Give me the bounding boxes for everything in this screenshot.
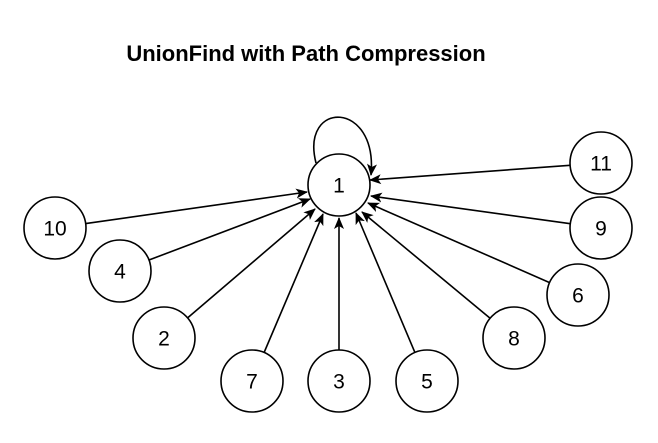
node-10-label: 10 bbox=[43, 218, 66, 241]
node-10-circle bbox=[23, 196, 87, 260]
node-2-circle bbox=[132, 306, 196, 370]
edge-8-to-1 bbox=[361, 211, 491, 319]
node-10: 10 bbox=[23, 196, 87, 260]
node-9-label: 9 bbox=[595, 218, 607, 241]
node-8-label: 8 bbox=[508, 328, 520, 351]
edge-7-to-1 bbox=[263, 213, 324, 353]
node-6-label: 6 bbox=[572, 285, 584, 308]
node-7-circle bbox=[220, 349, 284, 413]
edge-2-to-1 bbox=[187, 208, 316, 319]
node-9-circle bbox=[569, 196, 633, 260]
node-8: 8 bbox=[482, 306, 546, 370]
node-1: 1 bbox=[307, 153, 371, 217]
diagram-title: UnionFind with Path Compression bbox=[126, 41, 485, 66]
self-loop-layer bbox=[313, 116, 377, 176]
node-5: 5 bbox=[395, 349, 459, 413]
edge-6-to-1 bbox=[367, 202, 550, 284]
edge-4-to-1 bbox=[148, 198, 311, 261]
node-7: 7 bbox=[220, 349, 284, 413]
node-3-label: 3 bbox=[333, 371, 345, 394]
edges-layer bbox=[85, 164, 571, 353]
node-11-label: 11 bbox=[590, 153, 612, 176]
node-9: 9 bbox=[569, 196, 633, 260]
node-4-label: 4 bbox=[114, 261, 126, 284]
node-5-circle bbox=[395, 349, 459, 413]
node-8-circle bbox=[482, 306, 546, 370]
self-loop-1 bbox=[313, 116, 377, 176]
node-6-circle bbox=[546, 263, 610, 327]
node-2: 2 bbox=[132, 306, 196, 370]
edge-11-to-1 bbox=[369, 164, 571, 185]
edge-9-to-1 bbox=[370, 192, 571, 225]
node-6: 6 bbox=[546, 263, 610, 327]
node-2-label: 2 bbox=[158, 328, 170, 351]
nodes-layer: 11 9 6 8 5 3 7 2 4 10 bbox=[23, 131, 633, 413]
node-3-circle bbox=[307, 349, 371, 413]
node-1-circle bbox=[307, 153, 371, 217]
edge-10-to-1 bbox=[85, 188, 308, 225]
node-4: 4 bbox=[88, 239, 152, 303]
node-4-circle bbox=[88, 239, 152, 303]
node-11-circle bbox=[569, 131, 633, 195]
node-7-label: 7 bbox=[246, 371, 258, 394]
node-5-label: 5 bbox=[421, 371, 433, 394]
node-1-label: 1 bbox=[333, 175, 345, 198]
node-11: 11 bbox=[569, 131, 633, 195]
node-3: 3 bbox=[307, 349, 371, 413]
edge-5-to-1 bbox=[355, 212, 416, 353]
